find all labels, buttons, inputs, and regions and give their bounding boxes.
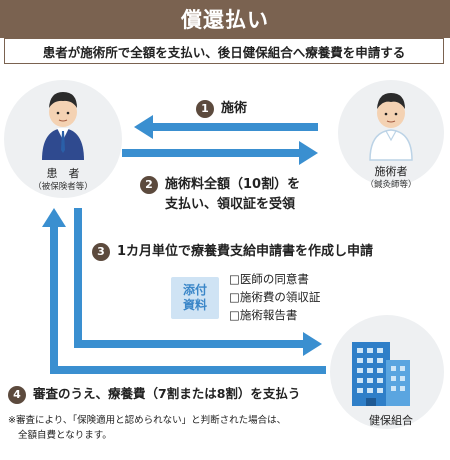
- footnote: ※審査により、「保険適用と認められない」と判断された場合は、 全額自費となります…: [8, 413, 286, 443]
- patient-icon: [42, 92, 84, 160]
- step-number-badge: 2: [140, 175, 158, 194]
- step-number-badge: 4: [8, 385, 26, 404]
- arrow-reimbursement: [42, 208, 326, 374]
- step-4: 4 審査のうえ、療養費（7割または8割）を支払う: [8, 383, 300, 404]
- step-number-badge: 1: [196, 99, 214, 118]
- attachment-item: □医師の同意書: [229, 272, 309, 286]
- step-text-line1: 施術料全額（10割）を: [165, 177, 301, 192]
- step-text: 施術: [221, 101, 248, 116]
- arrow-application: [74, 208, 322, 356]
- step-1: 1 施術: [196, 97, 247, 118]
- footnote-line2: 全額自費となります。: [18, 430, 112, 441]
- footnote-line1: ※審査により、「保険適用と認められない」と判断された場合は、: [8, 415, 287, 426]
- step-text: 審査のうえ、療養費（7割または8割）を支払う: [33, 386, 301, 401]
- patient-label: 患 者: [46, 167, 80, 180]
- attachment-label-box: 添付 資料: [171, 277, 219, 319]
- clinic-label: 施術者: [374, 165, 408, 178]
- attachment-label-line2: 資料: [182, 298, 207, 312]
- step-number-badge: 3: [92, 242, 110, 261]
- attachment-item: □施術報告書: [229, 308, 298, 322]
- clinic-staff-icon: [369, 93, 413, 161]
- step-3: 3 1カ月単位で療養費支給申請書を作成し申請: [92, 240, 373, 261]
- step-text-line2: 支払い、領収証を受領: [165, 197, 296, 212]
- attachment-label-line1: 添付: [182, 283, 207, 297]
- arrow-treatment: [134, 115, 318, 139]
- step-text: 1カ月単位で療養費支給申請書を作成し申請: [117, 244, 374, 259]
- header-bar: 償還払い: [0, 0, 450, 38]
- step-2: 2 施術料全額（10割）を 支払い、領収証を受領: [140, 175, 300, 215]
- subtitle-box: 患者が施術所で全額を支払い、後日健保組合へ療養費を申請する: [4, 38, 444, 64]
- insurer-label: 健保組合: [369, 414, 413, 427]
- page-title: 償還払い: [181, 8, 269, 32]
- insurer-building-icon: [352, 342, 410, 406]
- clinic-sublabel: （鍼灸師等）: [365, 180, 417, 190]
- arrow-payment: [122, 141, 318, 165]
- attachment-item: □施術費の領収証: [229, 290, 321, 304]
- attachment-list: □医師の同意書 □施術費の領収証 □施術報告書: [229, 270, 320, 324]
- patient-sublabel: （被保険者等）: [33, 182, 93, 192]
